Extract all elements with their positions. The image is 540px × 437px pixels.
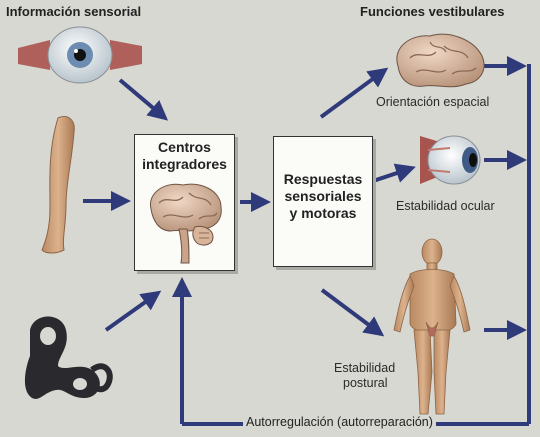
- input-arrows: [83, 78, 271, 332]
- heading-vestibular-functions: Funciones vestibulares: [360, 4, 505, 19]
- eye-input-icon: [18, 26, 142, 84]
- responses-title-line1: Respuestas: [283, 171, 363, 187]
- responses-title-line3: y motoras: [289, 205, 357, 221]
- human-body-output-icon: [393, 238, 471, 415]
- heading-sensory-input: Información sensorial: [6, 4, 142, 19]
- label-postural-stability-line2: postural: [343, 376, 388, 390]
- brain-center-icon: [149, 183, 222, 264]
- arrow-to-ocular: [372, 163, 416, 183]
- right-collector: [484, 56, 531, 424]
- arrow-to-postural: [320, 288, 385, 337]
- integrating-centers-box: Centros integradores: [134, 134, 235, 271]
- labyrinth-input-icon: [24, 316, 113, 399]
- eyeball-output-icon: [420, 135, 481, 185]
- leg-input-icon: [41, 116, 75, 254]
- output-arrows: [319, 67, 416, 337]
- arrow-to-spatial: [319, 67, 389, 119]
- responses-box: Respuestas sensoriales y motoras: [273, 136, 373, 267]
- brain-output-icon: [396, 33, 485, 88]
- integrating-centers-title-line1: Centros: [158, 139, 211, 155]
- label-self-regulation: Autorregulación (autorreparación): [243, 415, 436, 429]
- label-postural-stability-line1: Estabilidad: [334, 361, 396, 375]
- label-ocular-stability: Estabilidad ocular: [396, 199, 495, 213]
- integrating-centers-title-line2: integradores: [142, 156, 227, 172]
- label-spatial-orientation: Orientación espacial: [376, 95, 490, 109]
- responses-title-line2: sensoriales: [284, 188, 362, 204]
- arrow-ear-to-centers: [104, 290, 162, 332]
- arrow-eye-to-centers: [118, 78, 169, 121]
- feedback-loop: [172, 277, 529, 426]
